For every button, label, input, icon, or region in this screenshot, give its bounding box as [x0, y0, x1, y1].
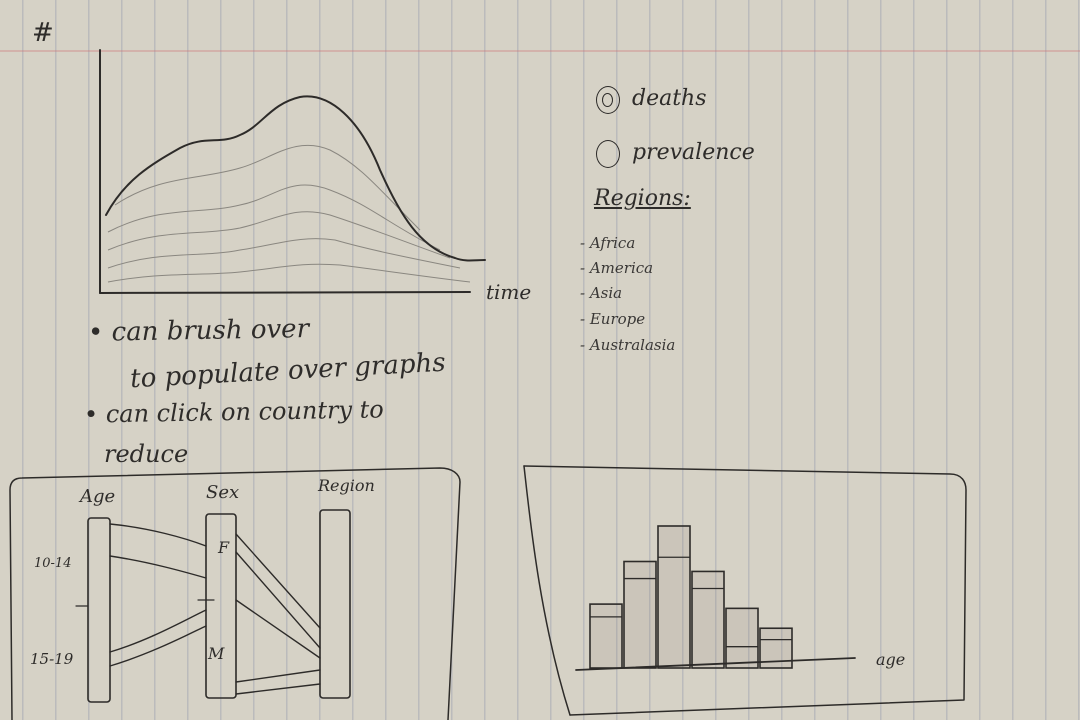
axis-label-age: Age — [80, 486, 116, 507]
ribbon — [235, 551, 321, 649]
sex-label-m: M — [208, 644, 225, 663]
axis-bar-sex — [205, 513, 237, 699]
histogram-bar[interactable] — [725, 607, 759, 669]
histogram-bars — [589, 525, 793, 669]
hash-mark: # — [32, 18, 54, 48]
ribbon — [109, 609, 207, 653]
axis-bar-age — [87, 517, 111, 703]
axis-bar-region — [319, 509, 351, 699]
histogram-bar[interactable] — [589, 603, 623, 669]
stream-chart-sketch[interactable] — [0, 0, 560, 320]
ribbon — [109, 625, 207, 667]
panel-frame-left-edge — [523, 465, 571, 716]
note-line-3: • can click on country to — [83, 395, 384, 429]
panel-frame-left — [9, 467, 461, 720]
ribbon — [235, 669, 321, 683]
histogram-panel[interactable] — [510, 460, 980, 720]
note-line-4: reduce — [104, 440, 189, 468]
region-item-africa[interactable]: - Africa — [580, 234, 636, 252]
histogram-bar[interactable] — [657, 525, 691, 669]
ribbon — [109, 555, 207, 579]
age-tick-label-10-14: 10-14 — [34, 556, 72, 571]
paper-margin-line — [0, 50, 1080, 52]
radio-selected-dot-icon — [602, 93, 613, 107]
stream-chart-layers — [107, 144, 471, 283]
radio-option-deaths[interactable]: deaths — [596, 86, 766, 116]
histogram-bar[interactable] — [691, 570, 725, 669]
region-item-australasia[interactable]: - Australasia — [580, 336, 676, 354]
histogram-bar[interactable] — [623, 560, 657, 669]
stream-chart-x-axis — [99, 291, 471, 294]
panel-frame-right — [523, 465, 967, 716]
axis-label-region: Region — [318, 476, 375, 495]
note-line-2: to populate over graphs — [129, 347, 447, 395]
sex-label-f: F — [218, 538, 230, 557]
axis-label-sex: Sex — [206, 482, 240, 503]
ribbon — [235, 683, 321, 695]
ribbon — [235, 599, 321, 659]
radio-label-prevalence: prevalence — [632, 140, 755, 165]
region-item-asia[interactable]: - Asia — [580, 284, 623, 302]
ribbon — [235, 533, 321, 629]
radio-label-deaths: deaths — [632, 86, 707, 111]
histogram-x-axis — [575, 657, 856, 671]
x-axis-label-time: time — [486, 280, 532, 304]
radio-button-icon[interactable] — [596, 86, 620, 114]
region-item-europe[interactable]: - Europe — [580, 310, 646, 328]
regions-heading: Regions: — [594, 186, 691, 211]
stream-chart-outline — [105, 95, 486, 262]
radio-button-icon[interactable] — [596, 140, 620, 168]
x-axis-label-age: age — [876, 650, 906, 669]
ribbon — [109, 523, 207, 547]
radio-option-prevalence[interactable]: prevalence — [596, 140, 816, 170]
age-tick-label-15-19: 15-19 — [30, 650, 74, 668]
parallel-sets-panel[interactable] — [0, 460, 480, 720]
note-line-1: • can brush over — [87, 314, 310, 348]
region-item-america[interactable]: - America — [580, 259, 654, 277]
